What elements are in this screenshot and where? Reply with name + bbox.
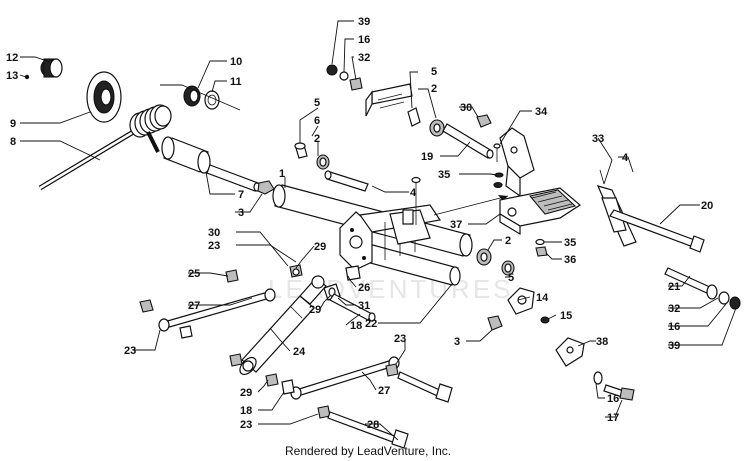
callout: 39 xyxy=(358,16,370,28)
callout: 16 xyxy=(607,393,619,405)
callout: 29 xyxy=(314,241,326,253)
callout: 3 xyxy=(454,336,460,348)
callout: 37 xyxy=(450,219,462,231)
callout: 1 xyxy=(279,168,285,180)
callout: 5 xyxy=(314,97,320,109)
callout: 27 xyxy=(378,385,390,397)
callout: 20 xyxy=(701,200,713,212)
callout: 16 xyxy=(358,34,370,46)
callout: 10 xyxy=(230,56,242,68)
callout: 16 xyxy=(668,321,680,333)
callout: 2 xyxy=(314,133,320,145)
callout: 29 xyxy=(309,304,321,316)
callout-labels: 12 13 9 8 10 11 7 3 1 5 6 2 4 39 16 32 5… xyxy=(6,16,713,431)
plate-37 xyxy=(499,187,582,236)
callout: 27 xyxy=(188,300,200,312)
callout: 14 xyxy=(536,292,549,304)
callout: 23 xyxy=(124,345,136,357)
callout: 28 xyxy=(367,419,379,431)
callout: 35 xyxy=(564,237,576,249)
callout: 2 xyxy=(505,235,511,247)
axle-tube-7 xyxy=(161,136,261,192)
callout: 17 xyxy=(607,412,619,424)
callout: 30 xyxy=(460,102,472,114)
callout: 23 xyxy=(394,333,406,345)
callout: 34 xyxy=(535,106,548,118)
render-credit: Rendered by LeadVenture, Inc. xyxy=(285,444,451,458)
callout: 4 xyxy=(410,187,417,199)
callout: 19 xyxy=(421,151,433,163)
callout: 23 xyxy=(208,240,220,252)
callout: 4 xyxy=(622,152,629,164)
callout: 31 xyxy=(358,300,370,312)
callout: 29 xyxy=(240,387,252,399)
spring-coil xyxy=(129,104,172,153)
callout: 22 xyxy=(365,318,377,330)
callout: 7 xyxy=(238,189,244,201)
callout: 15 xyxy=(560,310,572,322)
idler-wheel-9 xyxy=(86,71,122,123)
callout: 5 xyxy=(508,272,514,284)
callout: 35 xyxy=(438,169,450,181)
callout: 21 xyxy=(668,281,680,293)
callout: 36 xyxy=(564,254,576,266)
callout: 18 xyxy=(350,320,362,332)
callout: 2 xyxy=(431,83,437,95)
callout: 8 xyxy=(10,136,16,148)
center-bracket xyxy=(339,176,509,271)
callout: 25 xyxy=(188,268,200,280)
callout: 30 xyxy=(208,227,220,239)
callout: 11 xyxy=(230,76,242,88)
callout: 6 xyxy=(314,115,320,127)
callout: 5 xyxy=(431,66,437,78)
callout: 33 xyxy=(592,133,604,145)
callout: 18 xyxy=(240,405,252,417)
shock-absorber-24 xyxy=(239,275,327,376)
callout: 38 xyxy=(596,336,608,348)
callout: 12 xyxy=(6,52,18,64)
leader-lines xyxy=(19,20,737,441)
callout: 3 xyxy=(238,207,244,219)
callout: 24 xyxy=(293,346,306,358)
callout: 9 xyxy=(10,118,16,130)
callout: 32 xyxy=(358,52,370,64)
callout: 32 xyxy=(668,303,680,315)
callout: 39 xyxy=(668,340,680,352)
callout: 13 xyxy=(6,70,18,82)
callout: 23 xyxy=(240,419,252,431)
callout: 26 xyxy=(358,282,370,294)
